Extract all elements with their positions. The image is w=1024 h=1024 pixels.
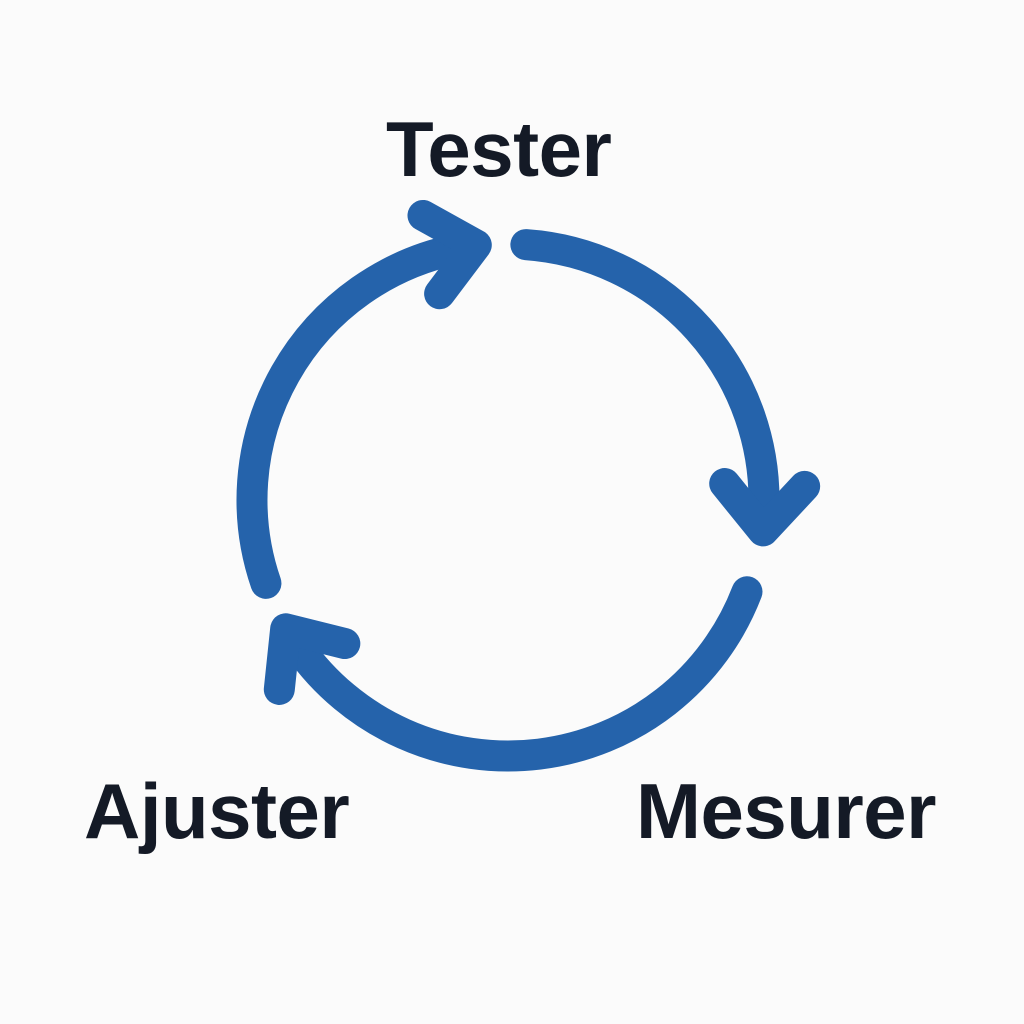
cycle-arc [510, 229, 780, 525]
cycle-arc [236, 234, 471, 599]
arrowhead-icon [263, 613, 361, 705]
cycle-arrows [236, 199, 821, 772]
step-label-tester: Tester [386, 105, 612, 193]
cycle-arc [282, 576, 763, 772]
arrowhead-icon [709, 468, 821, 547]
step-label-ajuster: Ajuster [84, 767, 350, 855]
arrowhead-icon [407, 199, 492, 310]
step-label-mesurer: Mesurer [636, 767, 936, 855]
